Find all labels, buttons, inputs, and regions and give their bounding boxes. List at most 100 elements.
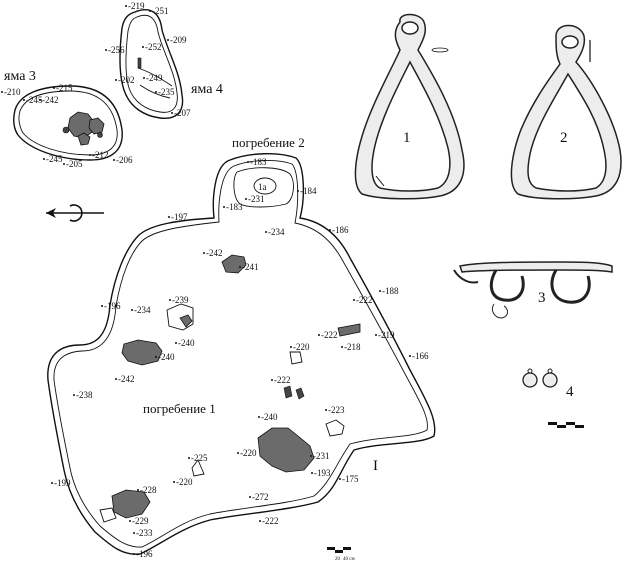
elevation-point-main-21 [258, 416, 260, 418]
pit-3-label: яма 3 [4, 69, 36, 84]
elevation-main-3: -242 [206, 248, 223, 258]
bit-3-ring-right [550, 269, 591, 304]
stirrup-2-number: 2 [560, 130, 568, 146]
pit-4-artifact [137, 57, 142, 69]
scale-bar-plan: 20 40 см [327, 547, 355, 562]
elevation-point-yama4-4 [142, 46, 144, 48]
main-outline-outer [47, 153, 436, 555]
elevation-point-main-13 [318, 334, 320, 336]
elevation-point-yama3-5 [63, 163, 65, 165]
find-225 [191, 459, 205, 477]
elevation-yama4-1: -251 [152, 6, 169, 16]
main-finds [99, 254, 361, 523]
elevation-point-yama3-4 [43, 158, 45, 160]
pendant-left [522, 372, 538, 388]
elevation-point-main-19 [271, 379, 273, 381]
elevation-point-main-8 [175, 342, 177, 344]
find-222 [283, 385, 293, 399]
elevation-point-main-30 [249, 496, 251, 498]
elevation-point-main-15 [375, 334, 377, 336]
elevation-main-20: -223 [328, 405, 345, 415]
elevation-main-34: -196 [136, 549, 153, 559]
section-I-label: I [373, 458, 378, 474]
pit-3-bone-cluster [62, 111, 105, 146]
bit-3-cheek [453, 269, 479, 284]
elevation-point-main-6 [131, 309, 133, 311]
elevation-main-8: -240 [178, 338, 195, 348]
bit-3-number: 3 [538, 290, 546, 306]
elevation-point-yama4-7 [155, 91, 157, 93]
elevation-main-14: -218 [344, 342, 361, 352]
elevation-yama4-7: -235 [158, 87, 175, 97]
elevation-yama3-4: -245 [46, 154, 63, 164]
elevation-point-yama4-2 [167, 39, 169, 41]
elevation-point-pogrebenie2-0 [247, 161, 249, 163]
elevation-main-16: -220 [293, 342, 310, 352]
stirrup-1-number: 1 [403, 130, 411, 146]
elevation-main-27: -175 [342, 474, 359, 484]
bit-3-fragment [491, 303, 508, 319]
elevation-pogrebenie2-2: -231 [248, 194, 265, 204]
elevation-point-main-12 [353, 299, 355, 301]
stirrup-2-shape [510, 24, 622, 200]
find-223 [325, 419, 345, 437]
elevation-point-yama4-5 [115, 79, 117, 81]
elevation-point-yama3-3 [53, 87, 55, 89]
elevation-main-4: -241 [242, 262, 259, 272]
elevation-point-main-3 [203, 252, 205, 254]
elevation-point-main-18 [73, 394, 75, 396]
elevation-point-main-1 [265, 231, 267, 233]
find-240-cluster [121, 339, 163, 366]
elevation-point-main-33 [133, 532, 135, 534]
north-arrow-icon [46, 204, 104, 222]
stirrup-1-drawing: 1 [354, 13, 465, 200]
elevation-main-7: -239 [172, 295, 189, 305]
elevation-main-1: -234 [268, 227, 285, 237]
elevation-point-yama4-8 [171, 112, 173, 114]
elevation-pogrebenie2-1: -184 [300, 186, 317, 196]
elevation-yama3-1: -245 [26, 95, 43, 105]
elevation-point-main-11 [379, 290, 381, 292]
elevation-yama3-3: -215 [56, 83, 73, 93]
elevation-point-main-34 [133, 553, 135, 555]
elevation-main-6: -234 [134, 305, 151, 315]
elevation-point-pogrebenie2-3 [223, 206, 225, 208]
scale-bar-right-text: 40 см [343, 557, 355, 562]
elevation-yama4-4: -252 [145, 42, 162, 52]
main-burial-area: 1a погребение 2 погребение 1 I [47, 135, 436, 555]
elevation-main-32: -222 [262, 516, 279, 526]
elevation-point-main-9 [155, 356, 157, 358]
pit-4: яма 4 [119, 9, 223, 119]
burial-2: 1a погребение 2 [232, 135, 305, 208]
elevation-main-17: -166 [412, 351, 429, 361]
elevation-yama3-2: -242 [42, 95, 59, 105]
elevation-main-12: -222 [356, 295, 373, 305]
pendants-4-number: 4 [566, 384, 574, 400]
elevation-yama4-5: -202 [118, 75, 135, 85]
elevation-point-main-17 [409, 355, 411, 357]
bit-3-bar [459, 261, 613, 273]
elevation-main-31: -229 [132, 516, 149, 526]
elevation-main-18: -238 [76, 390, 93, 400]
elevation-main-21: -240 [261, 412, 278, 422]
main-outline-inner [53, 160, 428, 548]
elevation-point-main-0 [168, 216, 170, 218]
elevation-pogrebenie2-0: -183 [250, 157, 267, 167]
elevation-main-26: -193 [314, 468, 331, 478]
elevation-point-main-20 [325, 409, 327, 411]
elevation-point-yama4-0 [125, 5, 127, 7]
stirrup-2-drawing: 2 [510, 24, 622, 200]
elevation-point-main-14 [341, 346, 343, 348]
elevation-labels: -219-251-209-256-252-202-249-235-207-210… [1, 1, 429, 559]
pit-3-inner-outline [18, 90, 118, 156]
elevation-point-main-4 [239, 266, 241, 268]
elevation-point-main-24 [188, 457, 190, 459]
elevation-main-5: -196 [104, 301, 121, 311]
find-239b [179, 314, 193, 328]
elevation-yama3-7: -206 [116, 155, 133, 165]
burial-2-skull-mark: 1a [258, 182, 267, 192]
elevation-yama3-5: -205 [66, 159, 83, 169]
elevation-point-main-25 [173, 481, 175, 483]
stirrup-1-shape [354, 13, 465, 200]
